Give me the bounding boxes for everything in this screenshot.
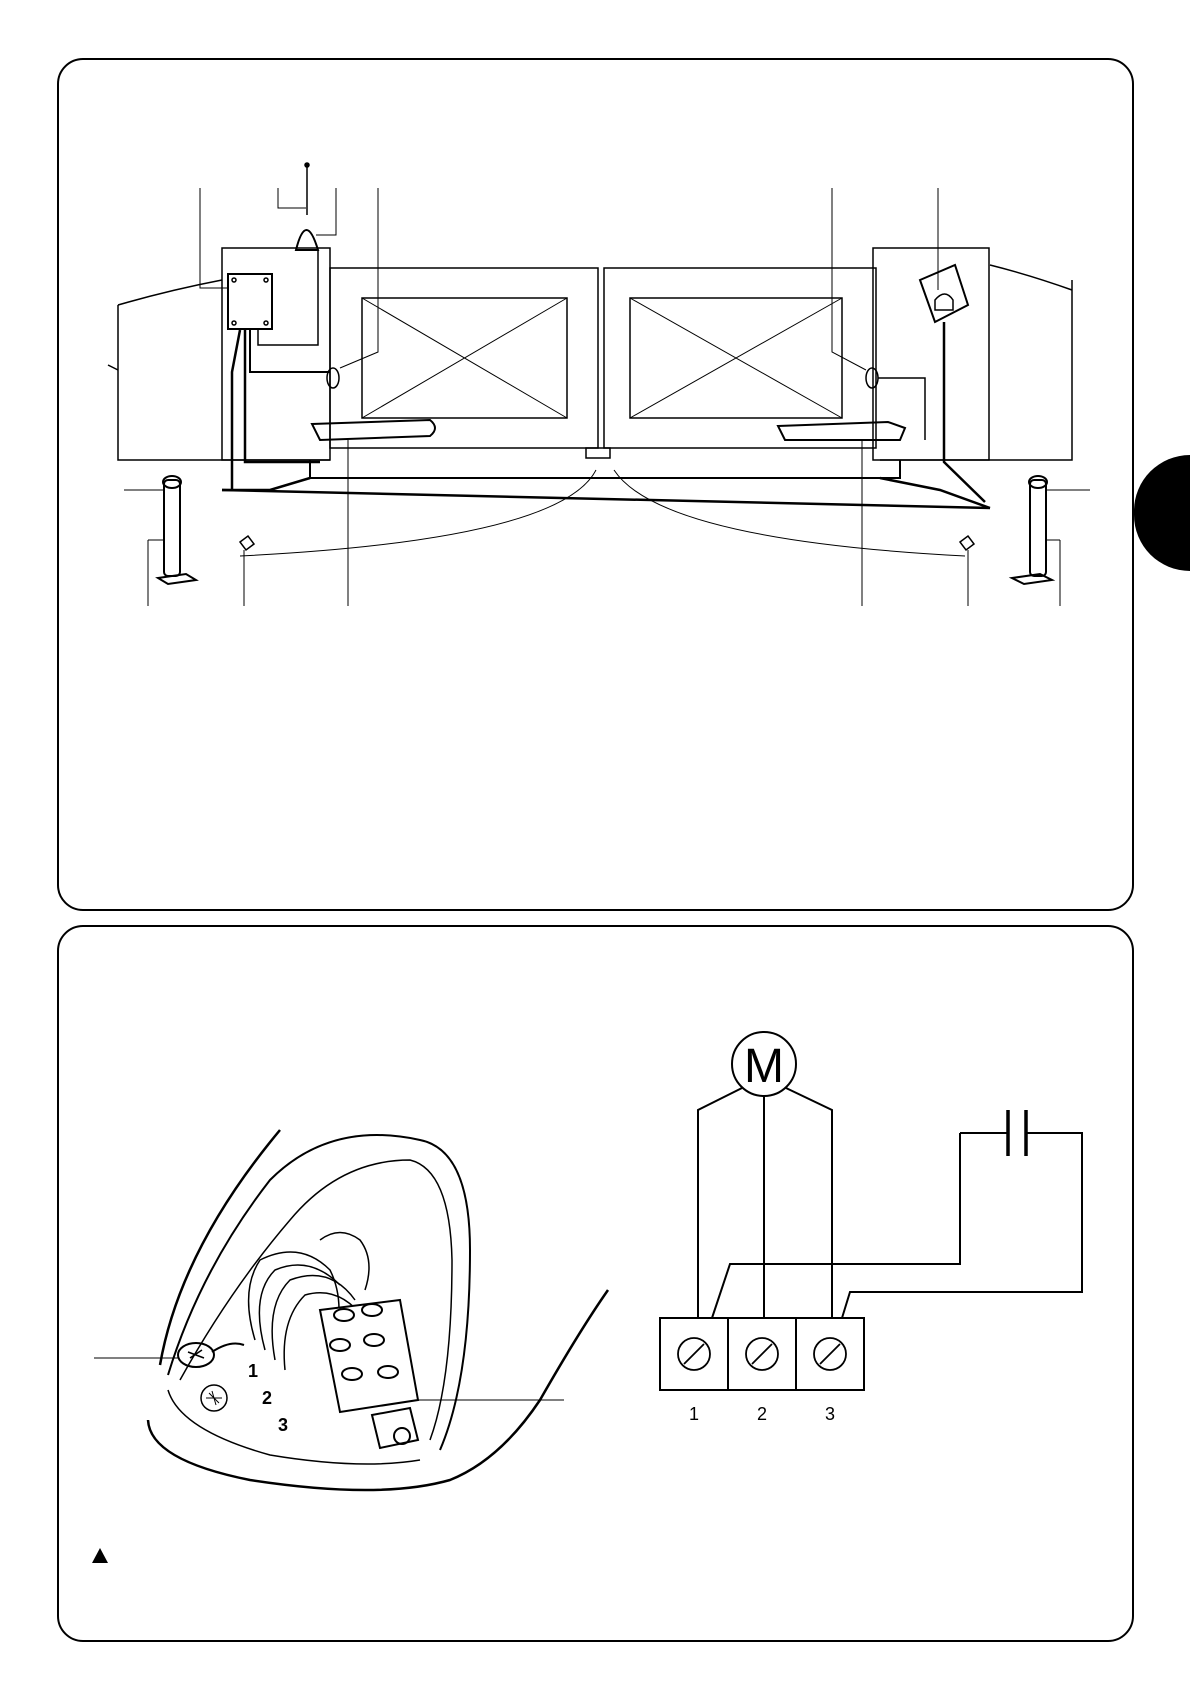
ground-cable-trench <box>222 490 990 508</box>
gate-stop <box>586 448 610 458</box>
junction-terminal-3: 3 <box>278 1415 288 1435</box>
actuator-right <box>778 422 905 440</box>
column-photocell-right <box>1012 476 1052 584</box>
flashing-light <box>296 230 318 250</box>
left-wall-outline <box>118 305 330 460</box>
warning-triangle-icon <box>92 1548 108 1563</box>
housing-outer-left <box>160 1130 280 1365</box>
right-gate-leaf <box>604 268 876 448</box>
junction-terminal-1: 1 <box>248 1361 258 1381</box>
junction-box-drawing <box>94 1130 608 1490</box>
ground-screw <box>178 1343 244 1367</box>
end-stop-left <box>240 536 254 550</box>
terminal-block <box>320 1300 418 1448</box>
terminal-label-3: 3 <box>825 1404 835 1424</box>
right-pillar <box>873 248 989 460</box>
motor-label: M <box>744 1040 784 1093</box>
junction-terminal-2: 2 <box>262 1388 272 1408</box>
terminal-label-2: 2 <box>757 1404 767 1424</box>
column-photocell-left <box>158 476 196 584</box>
terminal-label-1: 1 <box>689 1404 699 1424</box>
end-stop-right <box>960 536 974 550</box>
motor-wiring-schematic <box>660 1032 1082 1390</box>
junction-terminal-labels: 1 2 3 <box>248 1361 288 1435</box>
right-wall-outline <box>880 280 1072 460</box>
gate-installation-drawing <box>108 163 1090 606</box>
